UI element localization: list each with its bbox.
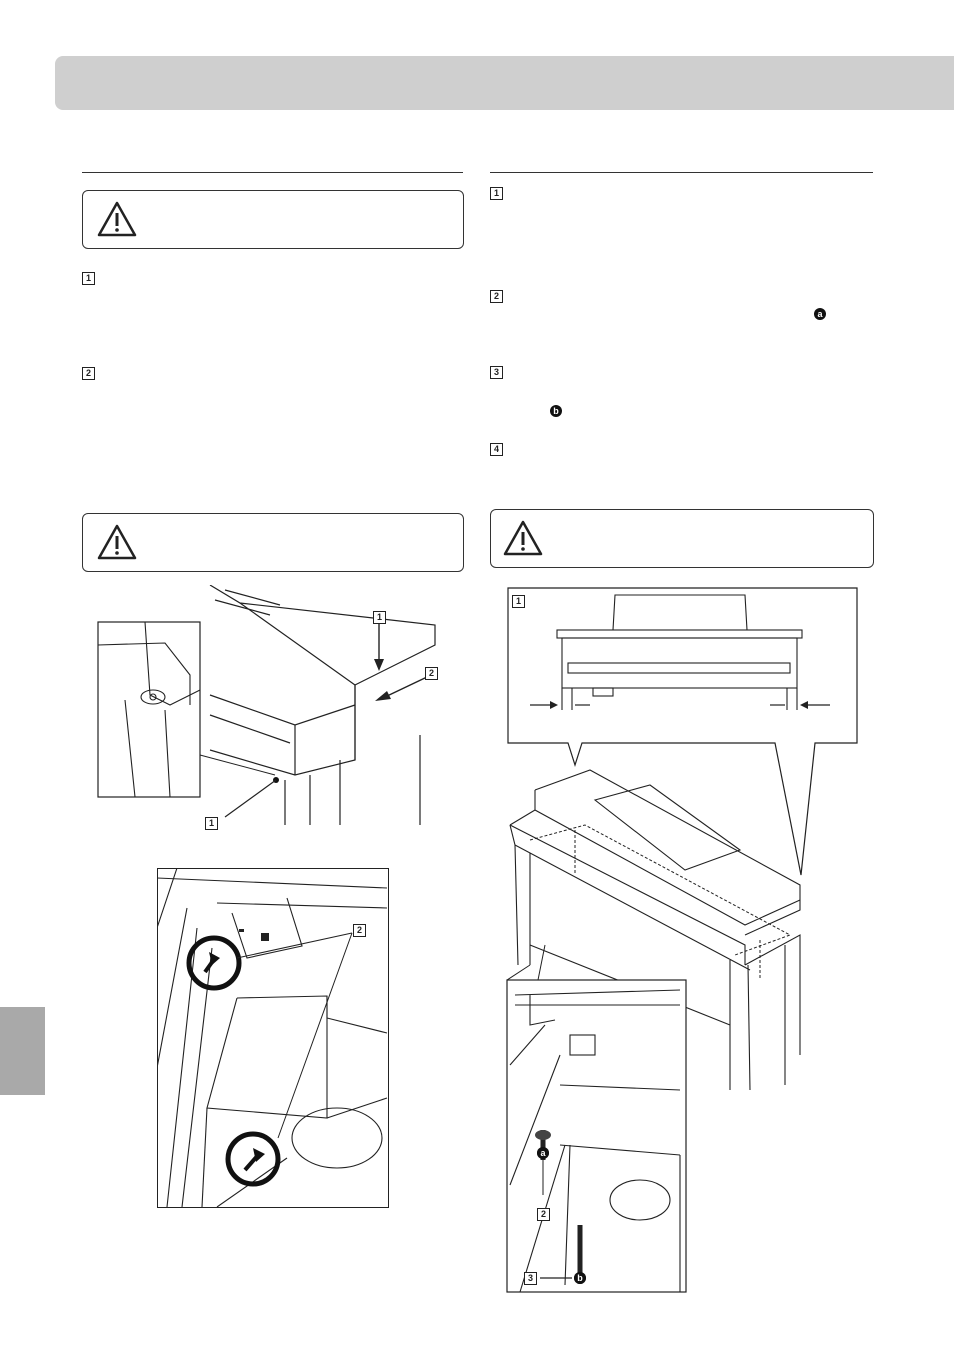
left-section-rule bbox=[82, 172, 463, 173]
step-marker-r4: 4 bbox=[490, 443, 503, 456]
piano-assembly-illustration bbox=[506, 587, 858, 1293]
right-section-rule bbox=[490, 172, 873, 173]
step-marker-r2: 2 bbox=[490, 290, 503, 303]
figure-label-r3: 3 bbox=[524, 1272, 537, 1285]
step-marker-r3: 3 bbox=[490, 366, 503, 379]
figure-label-r1: 1 bbox=[512, 595, 525, 608]
figure-label-r2: 2 bbox=[537, 1208, 550, 1221]
figure-label-2: 2 bbox=[425, 667, 438, 680]
marker-a: a bbox=[814, 308, 826, 320]
header-band bbox=[55, 56, 954, 110]
figure-marker-b: b bbox=[574, 1272, 586, 1284]
warning-triangle-icon bbox=[97, 201, 137, 237]
step-marker-2: 2 bbox=[82, 367, 95, 380]
warning-box-1 bbox=[82, 190, 464, 249]
side-tab bbox=[0, 1007, 45, 1095]
warning-triangle-icon bbox=[503, 520, 543, 556]
figure-marker-a: a bbox=[537, 1147, 549, 1159]
warning-box-2 bbox=[82, 513, 464, 572]
figure-label-1: 1 bbox=[373, 611, 386, 624]
figure-label-1-bottom: 1 bbox=[205, 817, 218, 830]
warning-triangle-icon bbox=[97, 524, 137, 560]
bracket-detail-frame bbox=[157, 868, 389, 1208]
warning-box-3 bbox=[490, 509, 874, 568]
step-marker-r1: 1 bbox=[490, 187, 503, 200]
bracket-detail-illustration bbox=[157, 868, 388, 1207]
top-board-illustration bbox=[97, 585, 436, 825]
step-marker-1: 1 bbox=[82, 272, 95, 285]
marker-b: b bbox=[550, 405, 562, 417]
figure-label-2-detail: 2 bbox=[353, 924, 366, 937]
